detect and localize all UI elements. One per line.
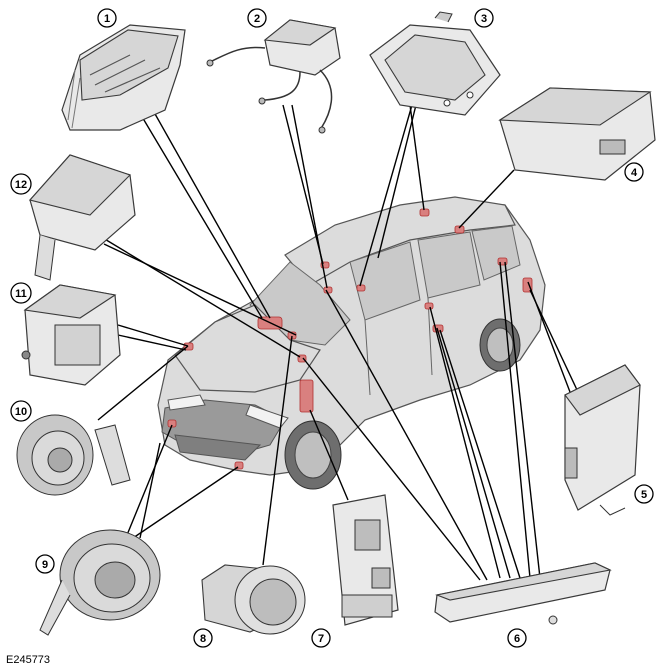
callouts: 1 2 3 4 5 6 7 8: [10, 8, 654, 648]
callout-3: 3: [474, 8, 494, 28]
component-10-horn: [16, 414, 131, 496]
callout-label-12: 12: [15, 179, 27, 191]
component-3-control-module: [369, 11, 501, 116]
location-marker-9a: [167, 419, 177, 428]
callout-label-11: 11: [15, 288, 27, 300]
component-2-module-harness: [206, 19, 341, 134]
callout-label-2: 2: [254, 13, 260, 25]
location-marker-2b: [323, 286, 333, 294]
callout-label-4: 4: [631, 167, 638, 179]
callout-label-3: 3: [481, 13, 487, 25]
location-marker-3b: [356, 284, 366, 292]
callout-1: 1: [97, 8, 117, 28]
location-marker-4: [454, 225, 465, 234]
component-1-instrument-cluster: [61, 24, 186, 131]
callout-9: 9: [35, 554, 55, 574]
component-7-junction-box: [332, 494, 399, 626]
callout-10: 10: [10, 400, 32, 422]
callout-2: 2: [247, 8, 267, 28]
callout-5: 5: [634, 484, 654, 504]
location-marker-6b: [424, 302, 434, 310]
component-6-long-module: [434, 562, 612, 625]
component-5-control-module: [564, 364, 641, 516]
callout-8: 8: [193, 628, 213, 648]
callout-label-7: 7: [318, 633, 324, 645]
figure-reference-code: E245773: [6, 654, 51, 666]
location-marker-3a: [419, 208, 430, 217]
callout-7: 7: [311, 628, 331, 648]
component-9-horn: [39, 529, 161, 636]
callout-label-10: 10: [15, 406, 27, 418]
callout-6: 6: [507, 628, 527, 648]
location-marker-7: [299, 379, 314, 413]
callout-label-8: 8: [200, 633, 206, 645]
callout-label-6: 6: [514, 633, 520, 645]
callout-12: 12: [10, 173, 32, 195]
callout-label-1: 1: [104, 13, 110, 25]
callout-label-9: 9: [42, 559, 48, 571]
leader-lines: [97, 104, 579, 581]
callout-11: 11: [10, 282, 32, 304]
component-4-box-module: [498, 87, 656, 181]
vehicle-illustration: [157, 196, 546, 490]
callout-label-5: 5: [641, 489, 647, 501]
component-8-start-button: [201, 564, 306, 635]
component-11-module: [21, 284, 121, 386]
callout-4: 4: [624, 162, 644, 182]
component-12-module: [28, 154, 136, 281]
